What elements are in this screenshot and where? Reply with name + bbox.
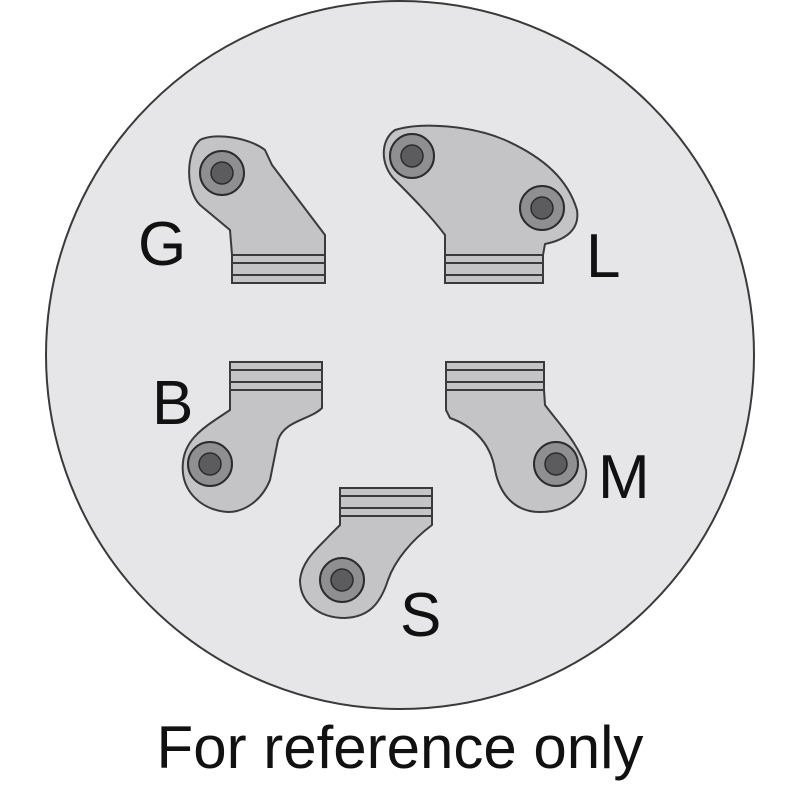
caption: For reference only xyxy=(156,714,644,781)
terminal-l-blade xyxy=(444,254,544,284)
terminal-label-m: M xyxy=(598,443,650,512)
terminal-label-g: G xyxy=(138,210,186,279)
terminal-l xyxy=(382,124,579,284)
terminal-s-blade xyxy=(339,487,433,517)
terminal-b-blade xyxy=(229,361,323,391)
terminal-m-blade xyxy=(445,361,545,391)
terminal-label-l: L xyxy=(586,222,620,291)
terminal-label-s: S xyxy=(400,581,441,650)
terminal-b xyxy=(181,361,323,513)
terminal-label-b: B xyxy=(152,369,193,438)
terminal-m xyxy=(445,361,588,513)
terminal-g xyxy=(188,135,326,284)
terminal-s xyxy=(299,487,433,619)
terminal-g-blade xyxy=(231,254,326,284)
